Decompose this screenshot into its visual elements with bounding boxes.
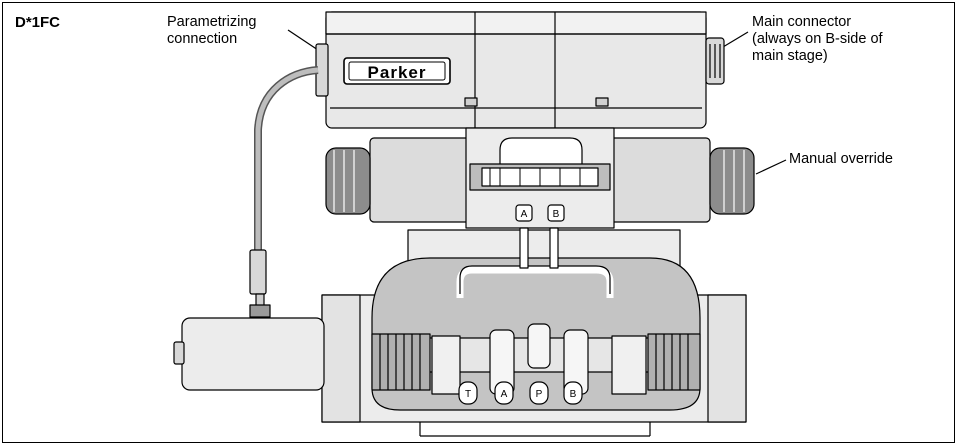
- main-port-t-label: T: [465, 389, 471, 400]
- pilot-port-b-marker: [547, 204, 565, 222]
- callout-line: Parametrizing: [167, 14, 257, 30]
- callout-line: (always on B-side of: [752, 31, 883, 47]
- leader-line-parametrizing: [287, 29, 319, 51]
- spring-right: [647, 333, 701, 391]
- main-port-a-marker: [494, 381, 514, 405]
- callout-line: connection: [167, 31, 238, 47]
- main-port-b-label: B: [570, 389, 577, 400]
- main-stage: [173, 227, 747, 437]
- main-port-b-marker: [563, 381, 583, 405]
- main-port-a-label: A: [501, 389, 508, 400]
- main-port-p-marker: [529, 381, 549, 405]
- main-connector-plug: [705, 37, 725, 85]
- manual-override-left-knob: [325, 147, 371, 215]
- callout-main-connector: Main connector (always on B-side of main…: [752, 14, 883, 65]
- spring-left: [371, 333, 431, 391]
- callout-line: main stage): [752, 48, 828, 64]
- callout-parametrizing-connection: Parametrizing connection: [167, 14, 256, 48]
- model-code: D*1FC: [15, 14, 61, 31]
- callout-manual-override: Manual override: [789, 151, 893, 167]
- brand-logo-text: Parker: [368, 63, 427, 82]
- solenoid-a: [369, 137, 471, 223]
- main-port-t-marker: [458, 381, 478, 405]
- parker-logo: Parker: [343, 57, 451, 85]
- leader-line-manual-override: [755, 159, 787, 175]
- pilot-port-a-label: A: [521, 209, 528, 220]
- pilot-stage: [325, 127, 755, 229]
- main-port-p-label: P: [536, 389, 543, 400]
- solenoid-b: [609, 137, 711, 223]
- pilot-port-a-marker: [515, 204, 533, 222]
- callout-line: Main connector: [752, 14, 852, 30]
- manual-override-right-knob: [709, 147, 755, 215]
- electronics-housing: [315, 11, 725, 129]
- pilot-port-b-label: B: [553, 209, 560, 220]
- position-sensor-housing: [181, 317, 325, 391]
- parametrizing-cable: [249, 66, 319, 335]
